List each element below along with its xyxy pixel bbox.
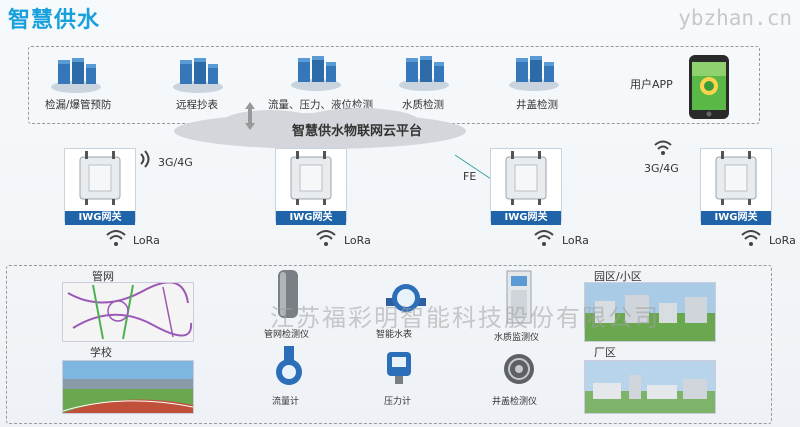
gateway-device-icon: [715, 151, 757, 205]
water-meter: [386, 280, 426, 324]
app-label: 用户APP: [630, 78, 673, 91]
device-label: 智能水表: [376, 330, 413, 340]
lora-signal-2: [316, 228, 336, 252]
service-label: 检漏/爆管预防: [45, 99, 112, 111]
page-title: 智慧供水: [8, 8, 101, 33]
server-cluster-icon: [509, 56, 559, 91]
gateway-2: IWG网关: [275, 148, 347, 225]
server-cluster-icon: [291, 56, 341, 91]
field-area-panel: [6, 265, 772, 424]
fe-label: FE: [463, 170, 477, 183]
flowmeter-icon: [276, 346, 302, 385]
wireless-signal-icon: [140, 150, 150, 168]
lora-signal-3: [534, 228, 554, 252]
watermark-mid: 江苏福彩明智能科技股份有限公司: [270, 304, 660, 332]
device-label: 管网检测仪: [264, 330, 310, 340]
area-label-factory: 厂区: [594, 346, 616, 359]
server-cluster-icon: [51, 58, 101, 93]
pipe-network-map: [62, 282, 194, 342]
gateway-label: IWG网关: [491, 211, 561, 225]
wireless-signal-icon: [106, 230, 126, 246]
device-label: 水质监测仪: [494, 333, 540, 343]
smartphone-icon: [689, 55, 729, 119]
server-cluster-icon: [173, 58, 223, 93]
service-leak-detection: [50, 56, 102, 98]
service-water-quality: [398, 54, 450, 96]
lora-label: LoRa: [133, 234, 160, 247]
lora-label: LoRa: [562, 234, 589, 247]
gateway-device-icon: [505, 151, 547, 205]
cloud-platform-label: 智慧供水物联网云平台: [292, 124, 423, 139]
lora-label: LoRa: [344, 234, 371, 247]
pressure-gauge: [384, 350, 414, 390]
lora-signal-1: [106, 228, 126, 252]
gateway-device-icon: [290, 151, 332, 205]
service-label: 水质检测: [402, 99, 444, 111]
device-label: 流量计: [272, 397, 300, 407]
cellular-label-right: 3G/4G: [644, 162, 679, 175]
watermark-top: ybzhan.cn: [678, 6, 792, 30]
device-label: 压力计: [384, 397, 412, 407]
service-label: 井盖检测: [516, 99, 558, 111]
lora-label: LoRa: [769, 234, 796, 247]
area-label-pipe-network: 管网: [92, 270, 114, 283]
wireless-signal-icon: [741, 230, 761, 246]
cellular-signal-right: [654, 140, 672, 160]
cloud-shape: [174, 108, 466, 149]
manhole-detector-icon: [504, 354, 534, 384]
gateway-label: IWG网关: [65, 211, 135, 225]
gateway-4: IWG网关: [700, 148, 772, 225]
manhole-detector: [502, 352, 536, 390]
pipe-detector: [276, 268, 300, 326]
device-label: 井盖检测仪: [492, 397, 538, 407]
wireless-signal-icon: [654, 140, 672, 155]
lora-signal-4: [741, 228, 761, 252]
phone: [688, 54, 730, 124]
gateway-label: IWG网关: [276, 211, 346, 225]
gateway-device-icon: [79, 151, 121, 205]
factory-photo: [584, 360, 716, 414]
water-quality-monitor-icon: [506, 270, 532, 324]
water-quality-monitor: [506, 270, 532, 328]
service-remote-reading: [172, 56, 224, 98]
gateway-1: IWG网关: [64, 148, 136, 225]
water-meter-icon: [386, 284, 426, 312]
pressure-gauge-icon: [387, 352, 411, 384]
server-cluster-icon: [399, 56, 449, 91]
double-arrow-icon: [245, 102, 255, 130]
gateway-3: IWG网关: [490, 148, 562, 225]
pipe-detector-icon: [278, 270, 298, 318]
wireless-signal-icon: [534, 230, 554, 246]
park-photo: [584, 282, 716, 342]
cellular-signal-left: [138, 150, 156, 172]
area-label-park: 园区/小区: [594, 270, 642, 283]
service-label: 流量、压力、液位检测: [268, 99, 373, 111]
area-label-school: 学校: [90, 346, 112, 359]
service-flow-pressure: [290, 54, 342, 96]
service-label: 远程抄表: [176, 99, 218, 111]
service-manhole: [508, 54, 560, 96]
school-photo: [62, 360, 194, 414]
cellular-label-left: 3G/4G: [158, 156, 193, 169]
gateway-label: IWG网关: [701, 211, 771, 225]
flowmeter: [272, 346, 306, 390]
wireless-signal-icon: [316, 230, 336, 246]
